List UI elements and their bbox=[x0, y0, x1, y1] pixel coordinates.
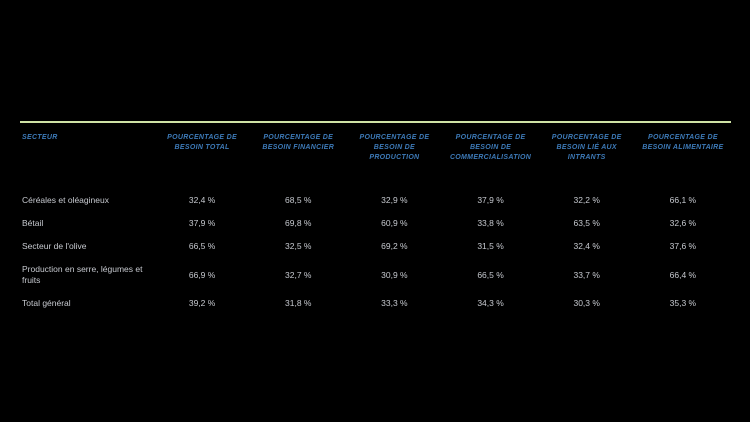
cell-value: 60,9 % bbox=[381, 218, 408, 228]
cell-value: 66,9 % bbox=[188, 269, 216, 280]
cell-value: 69,2 % bbox=[381, 241, 408, 251]
cell-value: 32,4 % bbox=[573, 241, 600, 251]
cell-value: 66,5 % bbox=[477, 269, 504, 280]
row-label: Production en serre, légumes et fruits bbox=[22, 264, 143, 285]
cell-value: 39,2 % bbox=[188, 298, 216, 308]
column-header-besoin-production: POURCENTAGE DE BESOIN DE PRODUCTION bbox=[359, 134, 430, 161]
column-header-besoin-total: POURCENTAGE DE BESOIN TOTAL bbox=[167, 134, 237, 151]
table-row: Céréales et oléagineux 32,4 % 68,5 % 32,… bbox=[20, 189, 731, 212]
row-label: Total général bbox=[22, 298, 71, 308]
cell-value: 31,5 % bbox=[477, 241, 504, 251]
header-row: SECTEUR POURCENTAGE DE BESOIN TOTAL POUR… bbox=[20, 122, 731, 189]
cell-value: 66,1 % bbox=[669, 195, 697, 205]
column-header-besoin-alimentaire: POURCENTAGE DE BESOIN ALIMENTAIRE bbox=[642, 134, 724, 151]
table-body: Céréales et oléagineux 32,4 % 68,5 % 32,… bbox=[20, 189, 731, 315]
cell-value: 32,9 % bbox=[381, 195, 408, 205]
column-header-besoin-commercialisation: POURCENTAGE DE BESOIN DE COMMERCIALISATI… bbox=[449, 134, 532, 161]
cell-value: 37,9 % bbox=[477, 195, 504, 205]
sector-needs-table: SECTEUR POURCENTAGE DE BESOIN TOTAL POUR… bbox=[20, 121, 731, 315]
row-label: Céréales et oléagineux bbox=[22, 195, 109, 205]
column-header-besoin-intrants: POURCENTAGE DE BESOIN LIÉ AUX INTRANTS bbox=[551, 134, 622, 161]
table-row: Production en serre, légumes et fruits 6… bbox=[20, 258, 731, 292]
table-row: Secteur de l'olive 66,5 % 32,5 % 69,2 % … bbox=[20, 235, 731, 258]
cell-value: 32,7 % bbox=[285, 269, 312, 280]
cell-value: 66,5 % bbox=[188, 241, 216, 251]
cell-value: 32,2 % bbox=[573, 195, 600, 205]
cell-value: 32,6 % bbox=[669, 218, 697, 228]
row-label: Secteur de l'olive bbox=[22, 241, 87, 251]
cell-value: 32,4 % bbox=[188, 195, 216, 205]
cell-value: 37,6 % bbox=[669, 241, 697, 251]
cell-value: 69,8 % bbox=[285, 218, 312, 228]
cell-value: 33,3 % bbox=[381, 298, 408, 308]
cell-value: 33,8 % bbox=[477, 218, 504, 228]
cell-value: 33,7 % bbox=[573, 269, 600, 280]
row-label: Bétail bbox=[22, 218, 44, 228]
cell-value: 31,8 % bbox=[285, 298, 312, 308]
column-header-secteur: SECTEUR bbox=[22, 134, 58, 141]
cell-value: 34,3 % bbox=[477, 298, 504, 308]
cell-value: 37,9 % bbox=[188, 218, 216, 228]
cell-value: 30,3 % bbox=[573, 298, 600, 308]
table-row: Bétail 37,9 % 69,8 % 60,9 % 33,8 % 63,5 … bbox=[20, 212, 731, 235]
column-header-besoin-financier: POURCENTAGE DE BESOIN FINANCIER bbox=[262, 134, 335, 151]
cell-value: 30,9 % bbox=[381, 269, 408, 280]
cell-value: 32,5 % bbox=[285, 241, 312, 251]
cell-value: 66,4 % bbox=[669, 269, 697, 280]
cell-value: 63,5 % bbox=[573, 218, 600, 228]
table-row: Total général 39,2 % 31,8 % 33,3 % 34,3 … bbox=[20, 292, 731, 315]
cell-value: 68,5 % bbox=[285, 195, 312, 205]
cell-value: 35,3 % bbox=[669, 298, 697, 308]
table-header: SECTEUR POURCENTAGE DE BESOIN TOTAL POUR… bbox=[20, 122, 731, 189]
